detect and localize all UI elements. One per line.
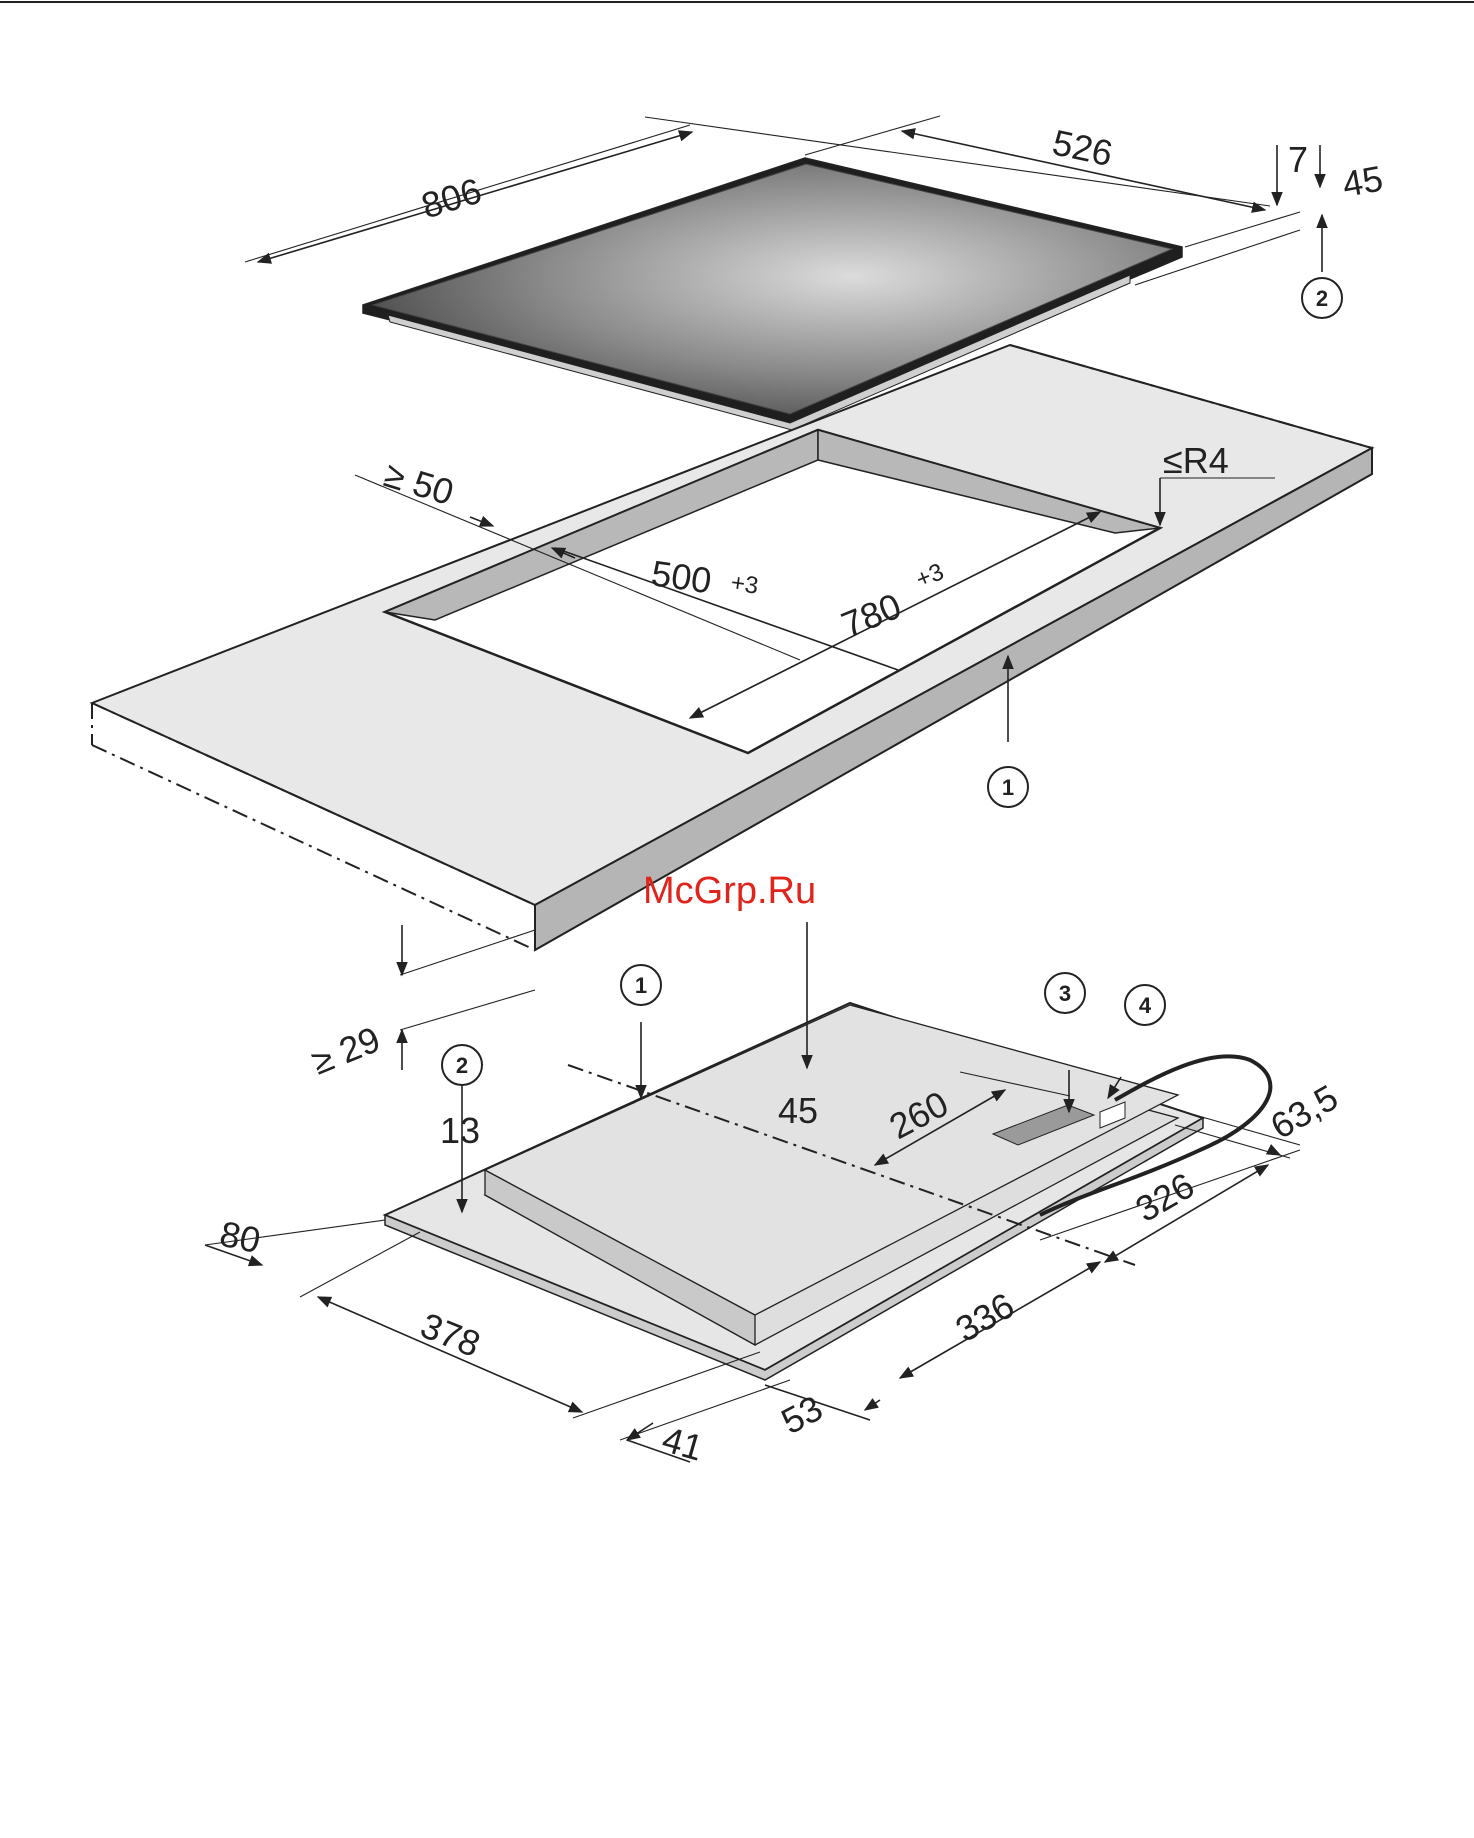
svg-text:1: 1 bbox=[1002, 775, 1014, 800]
dim-13: 13 bbox=[440, 1110, 480, 1151]
svg-text:+3: +3 bbox=[729, 569, 760, 600]
dim-41: 41 bbox=[658, 1418, 708, 1468]
dim-336: 336 bbox=[949, 1284, 1022, 1350]
dim-80: 80 bbox=[216, 1213, 264, 1261]
callout-1-bottom: 1 bbox=[621, 965, 661, 1005]
dim-378: 378 bbox=[415, 1304, 486, 1365]
dim-7: 7 bbox=[1288, 139, 1308, 180]
svg-text:500: 500 bbox=[649, 552, 714, 601]
dim-53: 53 bbox=[775, 1387, 830, 1442]
dim-63-5: 63,5 bbox=[1264, 1076, 1345, 1147]
svg-text:1: 1 bbox=[635, 973, 647, 998]
dim-45-bottom: 45 bbox=[778, 1090, 818, 1131]
svg-text:4: 4 bbox=[1139, 993, 1152, 1018]
svg-text:2: 2 bbox=[1316, 286, 1328, 311]
worktop bbox=[92, 345, 1372, 950]
watermark: McGrp.Ru bbox=[643, 870, 816, 912]
callout-1-worktop: 1 bbox=[988, 767, 1028, 807]
svg-text:2: 2 bbox=[456, 1053, 468, 1078]
dim-min-29: ≥ 29 bbox=[306, 1018, 386, 1082]
dim-corner-r4: ≤R4 bbox=[1163, 440, 1229, 481]
callout-2-top: 2 bbox=[1302, 278, 1342, 318]
dim-526: 526 bbox=[1049, 121, 1116, 174]
svg-text:3: 3 bbox=[1059, 981, 1071, 1006]
dim-45-height: 45 bbox=[1339, 158, 1386, 205]
dim-min-50: ≥ 50 bbox=[380, 453, 459, 513]
callout-2-bottom: 2 bbox=[442, 1045, 482, 1085]
callout-4: 4 bbox=[1125, 985, 1165, 1025]
dim-806: 806 bbox=[417, 170, 486, 227]
callout-3: 3 bbox=[1045, 973, 1085, 1013]
